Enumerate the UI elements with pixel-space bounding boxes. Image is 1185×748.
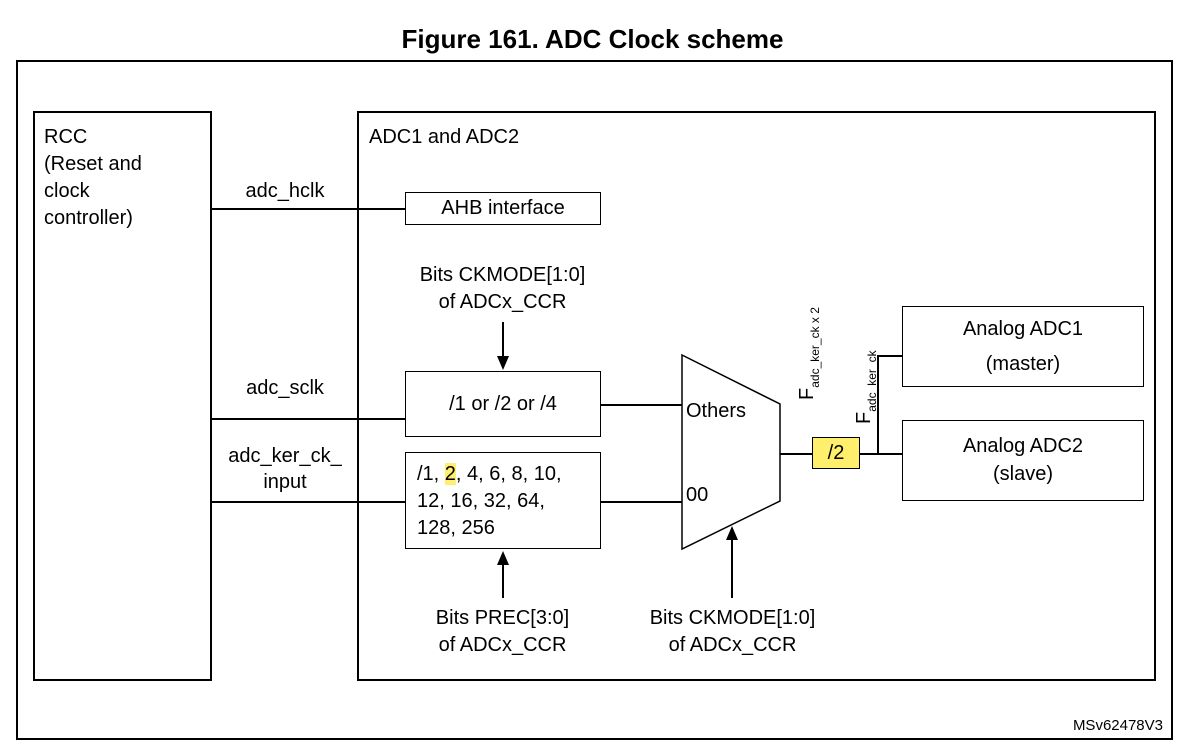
- prescaler-line2: 12, 16, 32, 64,: [417, 490, 545, 512]
- multiplexer-shape: [681, 353, 781, 551]
- ahb-interface-label: AHB interface: [441, 197, 565, 219]
- rcc-label-line3: clock: [44, 180, 90, 202]
- ckmode-bottom-line2: of ADCx_CCR: [668, 634, 797, 656]
- mux-to-div2-line: [780, 453, 812, 455]
- adc-ker-ck-line: [212, 501, 405, 503]
- sclk-divider-box: [405, 371, 601, 437]
- freq-sub: adc_ker_ck: [865, 350, 879, 412]
- freq-x2-sub: adc_ker_ck x 2: [808, 307, 822, 388]
- div2-label: /2: [827, 442, 845, 464]
- adc-sclk-line: [212, 418, 405, 420]
- adc1-clock-hline: [877, 355, 902, 357]
- prec-bits-line1: Bits PREC[3:0]: [435, 607, 570, 629]
- analog-adc2-line1: Analog ADC2: [962, 435, 1084, 457]
- prescaler-line1: /1, 2, 4, 6, 8, 10,: [417, 461, 562, 487]
- prescaler-highlight-2: 2: [444, 463, 456, 485]
- sclk-divider-label: /1 or /2 or /4: [449, 393, 557, 415]
- ckmode-top-line1: Bits CKMODE[1:0]: [419, 264, 586, 286]
- prec-bits-line2: of ADCx_CCR: [438, 634, 567, 656]
- prescaler-line1-post: , 4, 6, 8, 10,: [455, 463, 562, 485]
- rcc-label-line1: RCC: [44, 126, 88, 148]
- adc1-clock-vline: [877, 355, 879, 454]
- adc-sclk-label: adc_sclk: [246, 377, 324, 399]
- sclk-to-mux-line: [601, 404, 682, 406]
- prescaler-line1-pre: /1,: [417, 463, 445, 485]
- div2-box: [812, 437, 860, 469]
- figure-ref-code: MSv62478V3: [1072, 717, 1163, 734]
- analog-adc1-box: [902, 306, 1144, 387]
- div2-to-adc2-line: [860, 453, 902, 455]
- freq-main: F: [853, 411, 875, 424]
- freq-x2-main: F: [796, 387, 818, 400]
- figure-title: Figure 161. ADC Clock scheme: [401, 24, 784, 54]
- mux-input-00: 00: [686, 484, 709, 506]
- adc-hclk-line: [212, 208, 405, 210]
- adc-hclk-label: adc_hclk: [245, 180, 325, 202]
- adc-ker-ck-label-line2: input: [263, 471, 307, 493]
- prec-arrowhead: [497, 551, 509, 565]
- analog-adc1-line2: (master): [985, 353, 1061, 375]
- ckmode-bottom-arrowhead: [726, 526, 738, 540]
- outer-frame: [16, 60, 1173, 740]
- rcc-box: [33, 111, 212, 681]
- ckmode-top-line2: of ADCx_CCR: [438, 291, 567, 313]
- ahb-interface-box: [405, 192, 601, 225]
- ckmode-bottom-line1: Bits CKMODE[1:0]: [649, 607, 816, 629]
- prescaler-to-mux-line: [601, 501, 682, 503]
- freq-label-x2: Fadc_ker_ck x 2: [796, 307, 822, 400]
- rcc-label-line4: controller): [44, 207, 133, 229]
- adc-ker-ck-label-line1: adc_ker_ck_: [228, 445, 342, 467]
- ckmode-top-arrowhead: [497, 356, 509, 370]
- rcc-label-line2: (Reset and: [44, 153, 142, 175]
- analog-adc2-line2: (slave): [992, 463, 1053, 485]
- mux-input-others: Others: [686, 400, 747, 422]
- adc-group-box: [357, 111, 1156, 681]
- freq-label: Fadc_ker_ck: [853, 350, 879, 424]
- prescaler-line3: 128, 256: [417, 517, 495, 539]
- prescaler-box: [405, 452, 601, 549]
- adc-group-label: ADC1 and ADC2: [369, 126, 520, 148]
- analog-adc2-box: [902, 420, 1144, 501]
- analog-adc1-line1: Analog ADC1: [962, 318, 1084, 340]
